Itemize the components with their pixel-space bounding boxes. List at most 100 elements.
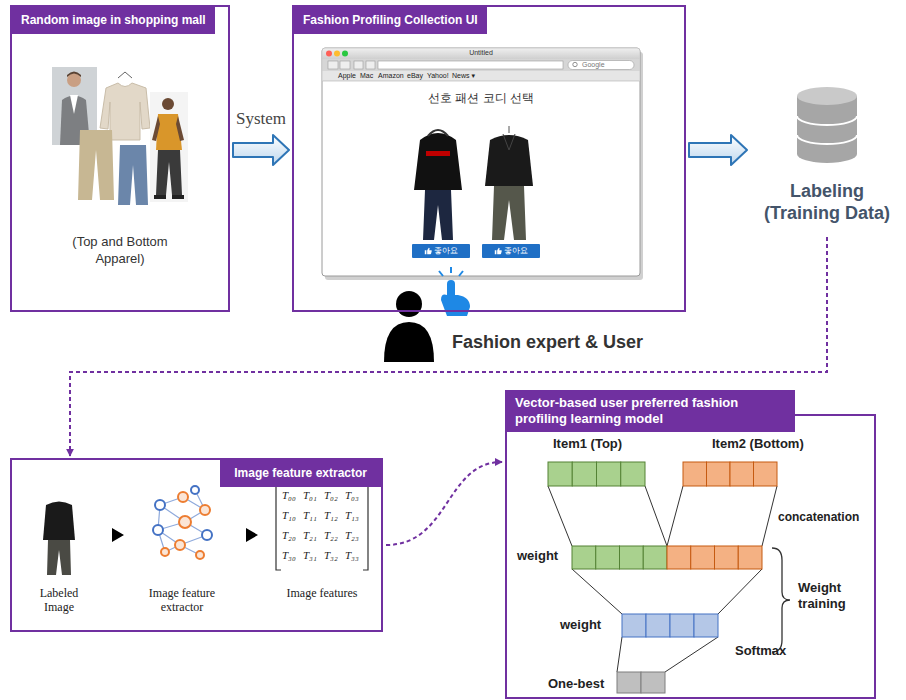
weight-line — [645, 486, 667, 546]
vector-cell — [572, 546, 596, 569]
illustration-part — [568, 61, 634, 70]
matrix-entry: T₁₃ — [345, 509, 359, 522]
illustration-part — [191, 486, 199, 494]
node-text: Labeling (Training Data) — [750, 180, 904, 224]
panel-border — [505, 414, 876, 699]
clothing-collage — [52, 67, 188, 205]
vector-cell — [620, 546, 644, 569]
illustration-part — [78, 130, 114, 200]
matrix-entry: T₁₀ — [282, 509, 296, 522]
node-text: (Top and Bottom Apparel) — [50, 233, 190, 267]
matrix-entry: T₃₀ — [282, 549, 296, 562]
illustration-part — [156, 150, 182, 195]
step-caption: Labeled Image — [26, 586, 92, 614]
vector-cell — [621, 462, 645, 486]
illustration-part — [509, 126, 510, 133]
illustration-part — [378, 61, 563, 69]
illustration-part — [154, 195, 166, 199]
step-caption: Image features — [276, 586, 368, 600]
data-flow-line — [386, 462, 502, 545]
illustration-part — [366, 61, 375, 69]
illustration-part — [340, 61, 350, 69]
thumb-shape — [495, 248, 502, 254]
illustration-part — [158, 490, 207, 555]
vector-cell — [707, 462, 731, 486]
illustration-part — [797, 116, 857, 144]
illustration-part — [326, 51, 332, 57]
illustration-part — [70, 95, 78, 114]
illustration-part — [323, 49, 640, 60]
browser-window-frame — [322, 48, 643, 280]
vector-cell — [617, 672, 641, 693]
toolbar-text: Google — [582, 61, 605, 69]
illustration-part — [342, 51, 348, 57]
weight-line — [665, 637, 718, 672]
vector-label: concatenation — [778, 510, 859, 525]
vector-cell — [572, 462, 596, 486]
vector-cell — [691, 546, 715, 569]
illustration-part — [155, 500, 165, 510]
vector-cell — [641, 672, 665, 693]
illustration-part — [503, 134, 515, 150]
panel-box: Fashion Profiling Collection UIUntitled선… — [292, 5, 686, 312]
illustration-part — [334, 51, 340, 57]
flow-arrow — [233, 135, 289, 165]
vector-cell — [622, 614, 646, 637]
illustration-part — [414, 133, 462, 190]
vector-label: Item1 (Top) — [553, 436, 622, 452]
illustration-part — [384, 322, 434, 362]
illustration-part — [439, 267, 463, 276]
vector-cell — [670, 614, 694, 637]
illustration-part — [179, 516, 191, 528]
vector-label: Item2 (Bottom) — [712, 436, 804, 452]
like-button: 좋아요 — [482, 244, 540, 258]
vector-label: weight — [517, 548, 558, 564]
weight-line — [762, 486, 777, 546]
illustration-part — [323, 81, 640, 82]
panel-box: Random image in shopping mall (Top and Bo… — [10, 5, 230, 312]
illustration-part — [161, 492, 210, 559]
weight-line — [617, 637, 622, 672]
like-button: 좋아요 — [412, 244, 470, 258]
illustration-part — [43, 502, 75, 541]
weight-line — [718, 569, 762, 614]
illustration-part — [323, 59, 640, 71]
vector-cell — [694, 614, 718, 637]
weight-line — [667, 486, 683, 546]
illustration-part — [354, 61, 363, 69]
matrix-entry: T₂₂ — [324, 529, 338, 542]
vector-label: One-best — [548, 676, 604, 692]
toolbar-text: News ▾ — [452, 72, 475, 80]
outfit-images — [414, 126, 533, 240]
tap-icon — [439, 267, 470, 316]
matrix-entry: T₂₁ — [303, 529, 317, 542]
node-text: Untitled — [322, 49, 640, 57]
illustration-part — [67, 72, 81, 78]
illustration-part — [161, 548, 169, 556]
vector-cell — [596, 546, 620, 569]
browser-window: Untitled 선호 패션 코디 선택좋아요 좋아요 — [322, 48, 640, 276]
panel-header: Random image in shopping mall — [12, 7, 215, 34]
illustration-part — [396, 291, 422, 317]
matrix-entry: T₁₂ — [324, 509, 338, 522]
thumb-icon — [494, 247, 502, 255]
node-text: 선호 패션 코디 선택 — [322, 91, 640, 106]
panel-header: Vector-based user preferred fashion prof… — [505, 390, 795, 432]
illustration-part — [112, 528, 258, 542]
vector-cell — [715, 546, 739, 569]
extractor-pipeline — [43, 486, 368, 575]
vector-label: weight — [560, 617, 601, 633]
illustration-part — [162, 98, 174, 110]
illustration-part — [175, 540, 185, 550]
illustration-part — [485, 135, 533, 186]
illustration-part — [202, 530, 212, 540]
vector-cell — [683, 462, 707, 486]
toolbar-text: Yahoo! — [427, 72, 449, 80]
matrix-entry: T₀₀ — [282, 489, 296, 502]
illustration-part — [423, 190, 453, 240]
illustration-part — [322, 48, 640, 276]
vector-cell — [597, 462, 621, 486]
panel-header: Image feature extractor — [220, 460, 381, 487]
user-caption: Fashion expert & User — [452, 331, 643, 353]
